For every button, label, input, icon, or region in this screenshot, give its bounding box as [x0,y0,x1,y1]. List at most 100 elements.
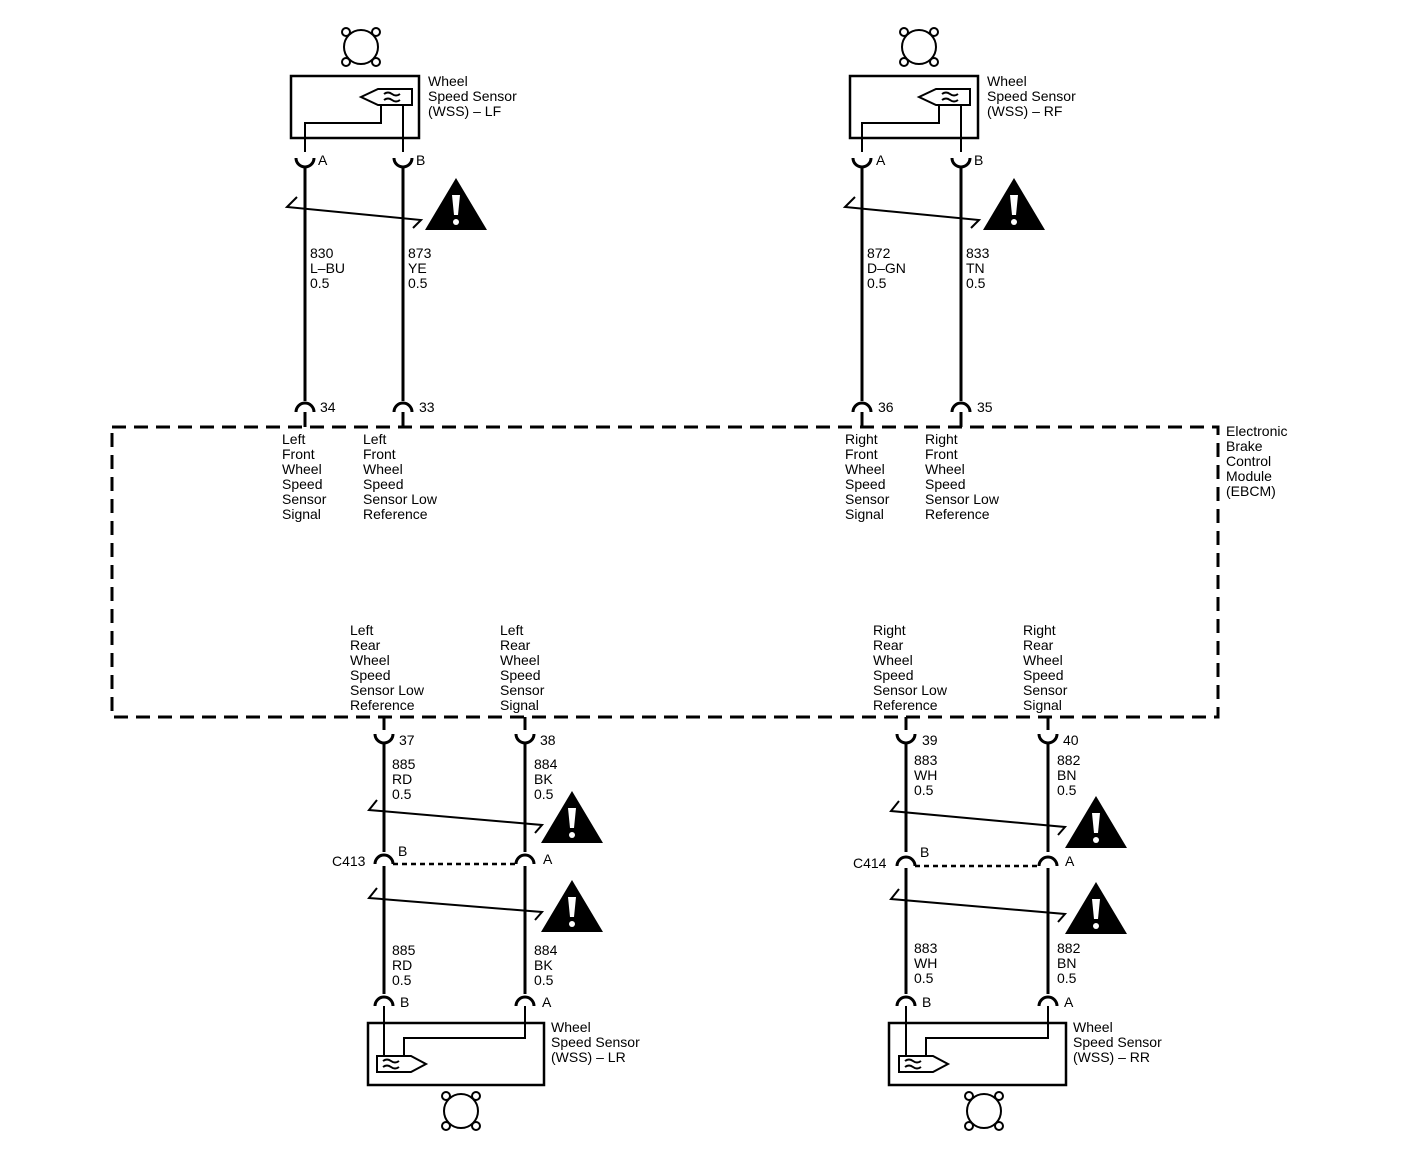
function-line: Signal [1023,697,1062,713]
wire-gauge: 0.5 [310,275,330,291]
warning-triangle-icon [425,178,487,230]
wire-gauge: 0.5 [867,275,887,291]
pin-label: B [922,994,931,1010]
function-line: Sensor [1023,682,1068,698]
function-line: Wheel [350,652,390,668]
wire-gauge: 0.5 [914,970,934,986]
wire-gauge: 0.5 [408,275,428,291]
module-name-line: Control [1226,453,1271,469]
pin-40-function: Right Rear Wheel Speed Sensor Signal [1023,622,1068,713]
sensor-lf-label: Wheel Speed Sensor (WSS) – LF [428,73,517,119]
pin-35-function: Right Front Wheel Speed Sensor Low Refer… [925,431,1000,522]
wire-color: D–GN [867,260,906,276]
twisted-pair-icon [284,196,424,229]
wire-color: BK [534,771,553,787]
wire-circuit: 885 [392,756,416,772]
function-line: Speed [845,476,885,492]
sensor-lr-label: Wheel Speed Sensor (WSS) – LR [551,1019,640,1065]
wire-gauge: 0.5 [914,782,934,798]
wire-circuit: 883 [914,940,938,956]
wire-884-lower-label: 884 BK 0.5 [534,942,558,988]
function-line: Signal [282,506,321,522]
pin-label: B [398,843,407,859]
function-line: Sensor Low [925,491,1000,507]
wheel-hub-icon [964,1091,1004,1131]
function-line: Left [350,622,373,638]
connector-c414-label: C414 [853,855,887,871]
module-name-line: Brake [1226,438,1263,454]
function-line: Wheel [1023,652,1063,668]
module-pin-number: 37 [399,732,415,748]
twisted-pair-icon [367,799,545,834]
wire-circuit: 882 [1057,940,1081,956]
function-line: Speed [363,476,403,492]
wire-gauge: 0.5 [534,972,554,988]
wire-color: BN [1057,767,1076,783]
wire-885-upper-label: 885 RD 0.5 [392,756,416,802]
sensor-label-line: Wheel [551,1019,591,1035]
pin-label: A [1065,853,1075,869]
function-line: Left [500,622,523,638]
function-line: Signal [500,697,539,713]
wire-color: YE [408,260,427,276]
wire-circuit: 884 [534,942,558,958]
sensor-label-line: Speed Sensor [428,88,517,104]
function-line: Reference [363,506,428,522]
wire-color: BK [534,957,553,973]
wire-color: L–BU [310,260,345,276]
sensor-label-line: Wheel [428,73,468,89]
twisted-pair-icon [367,887,545,921]
function-line: Speed [282,476,322,492]
wire-873-label: 873 YE 0.5 [408,245,432,291]
function-line: Sensor Low [873,682,948,698]
wire-circuit: 883 [914,752,938,768]
function-line: Speed [350,667,390,683]
wire-gauge: 0.5 [1057,970,1077,986]
wire-circuit: 882 [1057,752,1081,768]
function-line: Front [845,446,878,462]
wire-circuit: 833 [966,245,990,261]
pin-label: A [876,152,886,168]
sensor-label-line: Wheel [987,73,1027,89]
function-line: Wheel [845,461,885,477]
wire-circuit: 873 [408,245,432,261]
speed-sensor-icon [358,88,413,106]
pin-36-function: Right Front Wheel Speed Sensor Signal [845,431,890,522]
wire-color: RD [392,957,412,973]
speed-sensor-icon [898,1055,951,1073]
wire-color: BN [1057,955,1076,971]
sensor-label-line: (WSS) – RF [987,103,1062,119]
pin-34-function: Left Front Wheel Speed Sensor Signal [282,431,327,522]
module-pin-number: 33 [419,399,435,415]
function-line: Speed [873,667,913,683]
sensor-rf-label: Wheel Speed Sensor (WSS) – RF [987,73,1076,119]
wire-883-lower-label: 883 WH 0.5 [914,940,938,986]
function-line: Wheel [363,461,403,477]
wire-gauge: 0.5 [392,972,412,988]
sensor-label-line: (WSS) – RR [1073,1049,1150,1065]
wire-882-upper-label: 882 BN 0.5 [1057,752,1081,798]
wire-885-lower-label: 885 RD 0.5 [392,942,416,988]
function-line: Wheel [500,652,540,668]
function-line: Sensor Low [350,682,425,698]
wheel-hub-icon [441,1091,481,1131]
pin-33-function: Left Front Wheel Speed Sensor Low Refere… [363,431,438,522]
wheel-speed-sensor-lr-box [366,1021,546,1087]
pin-label: A [542,994,552,1010]
sensor-label-line: Speed Sensor [987,88,1076,104]
sensor-label-line: (WSS) – LR [551,1049,626,1065]
wire-circuit: 884 [534,756,558,772]
twisted-pair-icon [842,196,982,229]
function-line: Right [925,431,958,447]
function-line: Speed [1023,667,1063,683]
speed-sensor-icon [916,88,971,106]
pin-label: A [543,851,553,867]
wire-883-upper-label: 883 WH 0.5 [914,752,938,798]
function-line: Rear [1023,637,1054,653]
ebcm-module-label: Electronic Brake Control Module (EBCM) [1226,423,1287,499]
wire-gauge: 0.5 [392,786,412,802]
wire-circuit: 830 [310,245,334,261]
pin-label: B [974,152,983,168]
connector-c413-label: C413 [332,853,366,869]
function-line: Right [845,431,878,447]
